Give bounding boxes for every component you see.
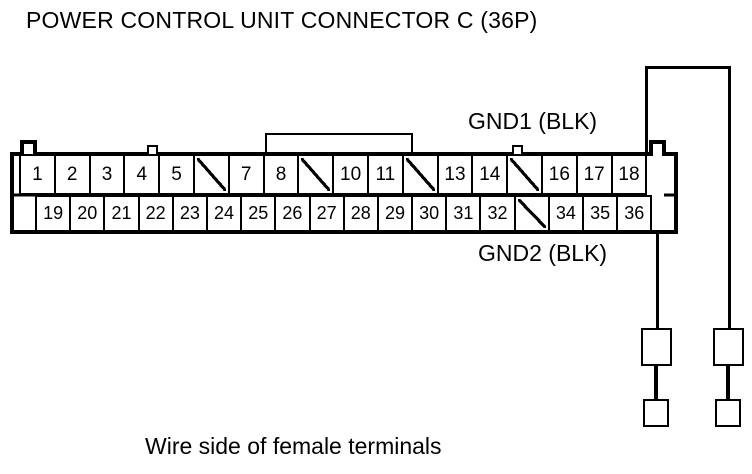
pin-cell[interactable]: 11: [366, 154, 404, 195]
pin-cell[interactable]: 3: [88, 154, 126, 195]
pin-number: 4: [136, 164, 148, 185]
pin-number: 7: [240, 164, 252, 185]
pin-cell[interactable]: 18: [610, 154, 648, 195]
pin-number: 29: [384, 203, 405, 223]
pin-number: 3: [101, 164, 113, 185]
pin-cell-blank[interactable]: [192, 154, 230, 195]
pin-number: 24: [214, 203, 235, 223]
pin-cell[interactable]: 25: [240, 195, 277, 232]
pin-number: 27: [316, 203, 337, 223]
pin-cell[interactable]: 28: [342, 195, 379, 232]
pin-cell[interactable]: 29: [376, 195, 414, 232]
pin-number: 25: [248, 203, 269, 223]
gnd2-terminal-body: [641, 328, 672, 366]
gnd1-wire-vertical-left: [645, 66, 648, 156]
pin-cell[interactable]: 26: [274, 195, 311, 232]
pin-cell[interactable]: 7: [227, 154, 265, 195]
gnd1-terminal-body: [713, 328, 744, 366]
pin-cell[interactable]: 35: [582, 195, 619, 232]
pin-cell-blank[interactable]: [513, 195, 550, 232]
pin-number: 16: [548, 164, 570, 185]
pin-cell[interactable]: 5: [158, 154, 195, 195]
pin-cell[interactable]: 23: [171, 195, 208, 232]
gnd2-terminal-link: [654, 364, 658, 401]
pin-cell[interactable]: 27: [308, 195, 345, 232]
pin-number: 1: [32, 164, 43, 185]
diagram-caption: Wire side of female terminals: [145, 433, 442, 459]
pin-row-bottom: 19 20 21 22 23 24 25 26 27 28 29 30 31 32 34 35 36: [35, 195, 653, 232]
pin-cell[interactable]: 17: [575, 154, 613, 195]
pin-number: 10: [340, 164, 362, 185]
pin-cell[interactable]: 4: [123, 154, 161, 195]
pin-cell-blank[interactable]: [297, 154, 335, 195]
pin-cell[interactable]: 13: [436, 154, 474, 195]
pin-cell[interactable]: 10: [332, 154, 369, 195]
gnd2-terminal-tip: [643, 399, 669, 427]
pin-number: 5: [171, 164, 182, 185]
pin-number: 20: [77, 203, 98, 223]
gnd2-wire-vertical: [656, 232, 659, 328]
pin-number: 19: [43, 203, 64, 223]
gnd1-label: GND1 (BLK): [468, 108, 598, 134]
pin-cell[interactable]: 2: [53, 154, 91, 195]
pin-number: 32: [487, 203, 508, 223]
pin-number: 35: [590, 203, 611, 223]
pin-number: 18: [618, 164, 640, 185]
pin-number: 36: [624, 203, 645, 223]
pin-cell[interactable]: 20: [69, 195, 106, 232]
gnd1-terminal-link: [726, 364, 730, 401]
pin-cell[interactable]: 22: [137, 195, 174, 232]
pin-number: 23: [179, 203, 200, 223]
housing-tab-left: [147, 145, 158, 154]
pin-cell[interactable]: 21: [103, 195, 140, 232]
housing-latch-bracket: [265, 133, 413, 154]
pin-cell[interactable]: 34: [547, 195, 584, 232]
pin-number: 22: [145, 203, 166, 223]
pin-number: 13: [444, 164, 466, 185]
pin-cell[interactable]: 36: [616, 195, 653, 232]
pin-number: 31: [453, 203, 474, 223]
housing-tab-right: [512, 145, 523, 154]
page-title: POWER CONTROL UNIT CONNECTOR C (36P): [26, 7, 538, 33]
pin-number: 30: [419, 203, 440, 223]
pin-number: 2: [66, 164, 78, 185]
pin-row-top: 1 2 3 4 5 7 8 10 11 13 14 16 17 18: [19, 154, 648, 195]
pin-cell[interactable]: 24: [205, 195, 243, 232]
pin-cell[interactable]: 14: [471, 154, 509, 195]
pin-number: 11: [375, 164, 396, 185]
gnd1-terminal-tip: [715, 399, 741, 427]
pin-number: 26: [282, 203, 303, 223]
pin-cell[interactable]: 31: [445, 195, 482, 232]
pin-cell[interactable]: 19: [35, 195, 72, 232]
pin-cell[interactable]: 8: [262, 154, 300, 195]
pin-cell-blank[interactable]: [401, 154, 439, 195]
pin-cell[interactable]: 16: [540, 154, 578, 195]
gnd1-wire-vertical-right: [728, 66, 731, 328]
pin-number: 21: [111, 203, 132, 223]
pin-cell-blank[interactable]: [506, 154, 543, 195]
gnd2-label: GND2 (BLK): [478, 240, 608, 266]
pin-cell[interactable]: 32: [479, 195, 516, 232]
pin-number: 17: [583, 164, 605, 185]
pin-cell[interactable]: 1: [19, 154, 56, 195]
pin-number: 28: [350, 203, 371, 223]
pin-number: 14: [479, 164, 501, 185]
gnd1-wire-horizontal: [645, 66, 731, 69]
pin-cell[interactable]: 30: [411, 195, 448, 232]
pin-number: 8: [275, 164, 287, 185]
pin-number: 34: [555, 203, 576, 223]
